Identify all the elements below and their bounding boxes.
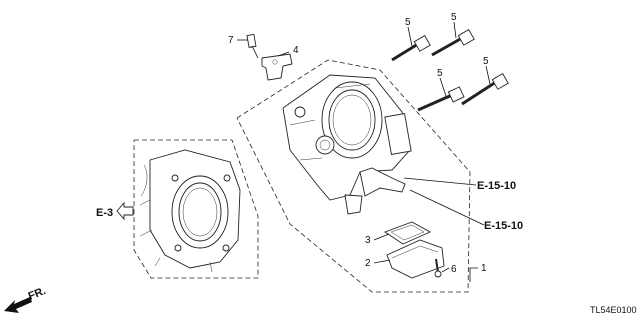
leader-lines bbox=[237, 21, 491, 282]
intake-manifold-section bbox=[133, 139, 259, 279]
callout-1: 1 bbox=[481, 263, 487, 274]
front-direction-indicator: FR. bbox=[4, 285, 48, 313]
callout-6: 6 bbox=[451, 264, 457, 275]
bolt-5a bbox=[391, 35, 431, 62]
callout-4: 4 bbox=[293, 45, 299, 56]
callout-numbers: 7 4 5 5 5 5 3 2 6 1 bbox=[228, 12, 489, 275]
e15-10-upper-link[interactable]: E-15-10 bbox=[477, 180, 516, 192]
callout-3: 3 bbox=[365, 235, 371, 246]
section-references: E-15-10 E-15-10 bbox=[477, 180, 523, 232]
sensor-bracket bbox=[246, 33, 293, 81]
callout-7: 7 bbox=[228, 35, 234, 46]
bolt-5d bbox=[461, 73, 509, 106]
bolt-5b bbox=[431, 29, 475, 57]
diagram-code: TL54E0100 bbox=[590, 305, 637, 315]
e15-10-lower-link[interactable]: E-15-10 bbox=[484, 220, 523, 232]
flange-bolts bbox=[391, 29, 509, 112]
gasket-and-cover bbox=[384, 221, 445, 279]
front-label: FR. bbox=[27, 285, 48, 303]
callout-5-b: 5 bbox=[451, 12, 457, 23]
e3-reference[interactable]: E-3 bbox=[96, 201, 134, 221]
callout-5-a: 5 bbox=[405, 17, 411, 28]
callout-5-c: 5 bbox=[437, 68, 443, 79]
callout-5-d: 5 bbox=[483, 56, 489, 67]
hollow-arrow-left-icon bbox=[116, 201, 134, 221]
callout-2: 2 bbox=[365, 258, 371, 269]
front-arrow-icon bbox=[4, 297, 32, 313]
bolt-5c bbox=[417, 86, 465, 112]
throttle-body-section bbox=[236, 59, 471, 293]
e3-label: E-3 bbox=[96, 207, 113, 219]
